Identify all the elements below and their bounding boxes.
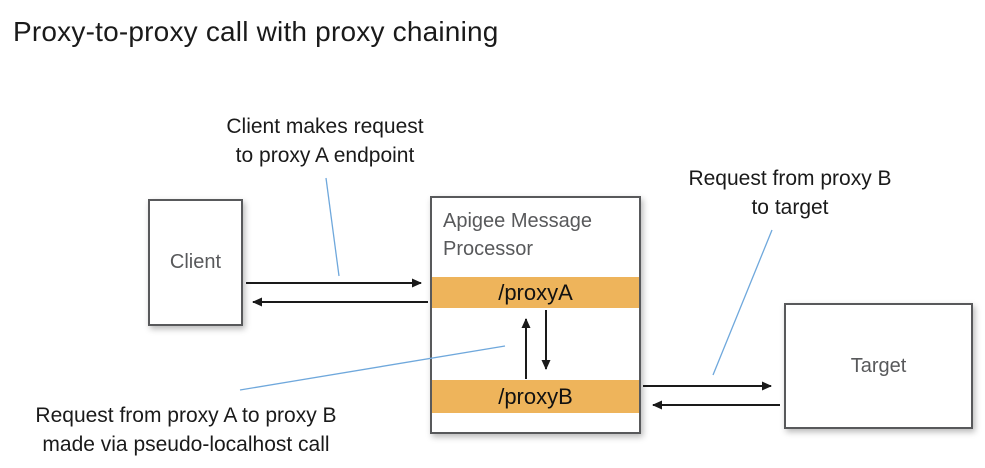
annotation-line: to proxy A endpoint [235,144,415,167]
proxyb-endpoint-bar: /proxyB [432,380,639,413]
apigee-label-line: Apigee Message [443,210,592,232]
target-label: Target [850,354,907,377]
proxya-label: /proxyA [498,279,573,305]
annotation-client-request: Client makes request to proxy A endpoint [205,112,445,170]
callout-line-client-request [325,177,340,277]
apigee-message-processor-box: Apigee Message Processor /proxyA /proxyB [430,196,641,434]
proxyb-label: /proxyB [498,383,573,409]
annotation-line: made via pseudo-localhost call [42,433,330,456]
diagram-title: Proxy-to-proxy call with proxy chaining [13,16,499,47]
client-box: Client [148,199,243,326]
annotation-proxya-to-proxyb: Request from proxy A to proxy B made via… [16,401,356,459]
proxya-endpoint-bar: /proxyA [432,277,639,308]
apigee-label: Apigee Message Processor [443,207,592,263]
annotation-line: Client makes request [226,115,424,138]
apigee-label-line: Processor [443,238,534,260]
annotation-line: Request from proxy A to proxy B [35,404,337,427]
client-label: Client [169,251,222,273]
annotation-line: to target [751,196,829,219]
callout-line-target-request [712,229,773,376]
target-box: Target [784,303,973,429]
annotation-proxyb-to-target: Request from proxy B to target [660,164,920,222]
annotation-line: Request from proxy B [688,167,892,190]
